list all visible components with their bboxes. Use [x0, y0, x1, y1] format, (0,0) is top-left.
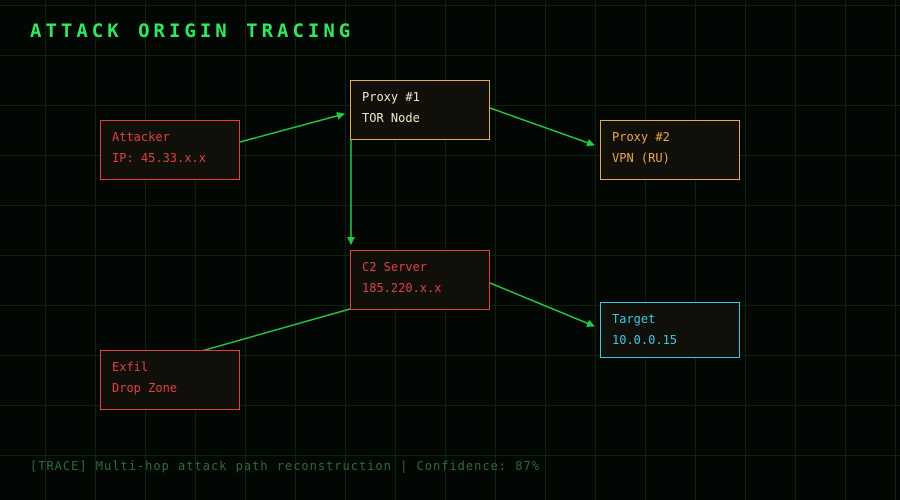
- node-exfil-label: Exfil: [112, 360, 149, 374]
- node-exfil[interactable]: Exfil Drop Zone: [100, 350, 240, 410]
- edge-proxy1-proxy2: [489, 107, 595, 147]
- node-target-label: Target: [612, 312, 656, 326]
- edge-attacker-proxy1: [239, 111, 345, 143]
- node-c2-server[interactable]: C2 Server 185.220.x.x: [350, 250, 490, 310]
- node-attacker[interactable]: Attacker IP: 45.33.x.x: [100, 120, 240, 180]
- node-proxy2-label: Proxy #2: [612, 130, 670, 144]
- node-proxy1-sublabel: TOR Node: [362, 111, 420, 125]
- node-proxy2-sublabel: VPN (RU): [612, 151, 670, 165]
- node-attacker-sublabel: IP: 45.33.x.x: [112, 151, 206, 165]
- edge-c2-target: [489, 282, 595, 328]
- node-proxy2[interactable]: Proxy #2 VPN (RU): [600, 120, 740, 180]
- node-c2-sublabel: 185.220.x.x: [362, 281, 442, 295]
- node-attacker-label: Attacker: [112, 130, 170, 144]
- status-bar: [TRACE] Multi-hop attack path reconstruc…: [30, 459, 540, 473]
- node-exfil-sublabel: Drop Zone: [112, 381, 178, 395]
- node-target[interactable]: Target 10.0.0.15: [600, 302, 740, 358]
- node-proxy1[interactable]: Proxy #1 TOR Node: [350, 80, 490, 140]
- node-target-sublabel: 10.0.0.15: [612, 333, 678, 347]
- page-title: ATTACK ORIGIN TRACING: [30, 20, 355, 42]
- node-proxy1-label: Proxy #1: [362, 90, 420, 104]
- node-c2-label: C2 Server: [362, 260, 428, 274]
